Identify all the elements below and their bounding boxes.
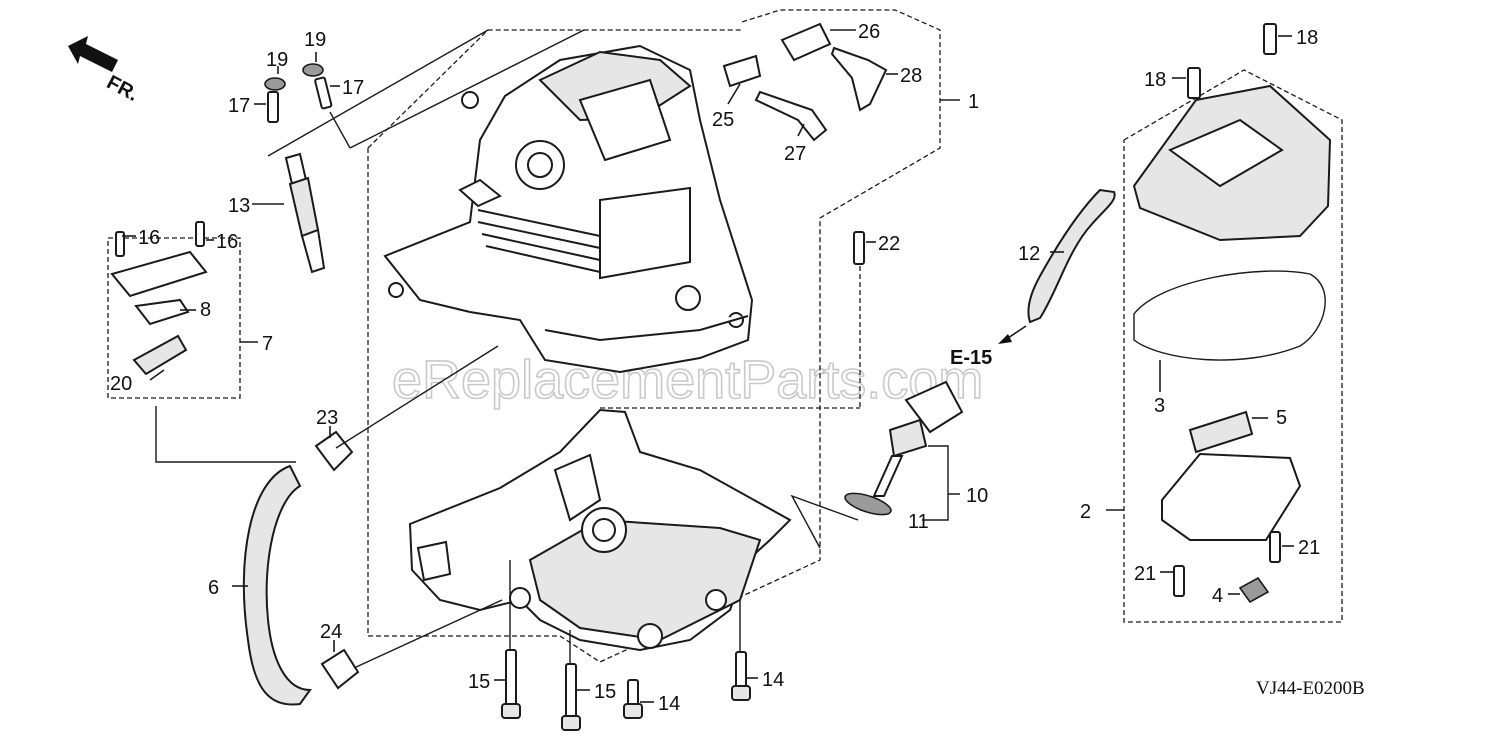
callout-16-a: 16 bbox=[138, 227, 160, 249]
callout-4: 4 bbox=[1212, 585, 1223, 607]
callout-19-a: 19 bbox=[266, 49, 288, 71]
callout-24: 24 bbox=[320, 621, 342, 643]
callout-14-a: 14 bbox=[658, 693, 680, 715]
crankcase bbox=[408, 408, 792, 652]
callout-15-b: 15 bbox=[594, 681, 616, 703]
valve-cover-group bbox=[1106, 23, 1343, 623]
diagram-code: VJ44-E0200B bbox=[1256, 678, 1365, 699]
callout-7: 7 bbox=[262, 333, 273, 355]
reference-e15: E-15 bbox=[950, 347, 992, 369]
front-arrow-icon: FR. bbox=[68, 36, 142, 106]
crankcase-bolts bbox=[501, 560, 751, 731]
callout-26: 26 bbox=[858, 21, 880, 43]
stud-22 bbox=[853, 231, 865, 265]
callout-3: 3 bbox=[1154, 395, 1165, 417]
callout-11: 11 bbox=[908, 511, 929, 533]
front-mark: FR. bbox=[103, 71, 142, 106]
callout-17-a: 17 bbox=[228, 95, 250, 117]
callout-20: 20 bbox=[110, 373, 132, 395]
callout-28: 28 bbox=[900, 65, 922, 87]
breather-hose bbox=[242, 345, 503, 706]
breather-tube bbox=[998, 188, 1116, 344]
callout-17-b: 17 bbox=[342, 77, 364, 99]
callout-1: 1 bbox=[968, 91, 979, 113]
stud-bolts bbox=[264, 29, 585, 157]
callout-2: 2 bbox=[1080, 501, 1091, 523]
callout-16-b: 16 bbox=[216, 231, 238, 253]
callout-21-a: 21 bbox=[1134, 563, 1156, 585]
callout-23: 23 bbox=[316, 407, 338, 429]
spark-plug bbox=[284, 152, 326, 274]
callout-27: 27 bbox=[784, 143, 806, 165]
callout-5: 5 bbox=[1276, 407, 1287, 429]
callout-8: 8 bbox=[200, 299, 211, 321]
callout-13: 13 bbox=[228, 195, 250, 217]
callout-12: 12 bbox=[1018, 243, 1040, 265]
rocker-arms bbox=[722, 22, 888, 142]
callout-18-a: 18 bbox=[1144, 69, 1166, 91]
callout-18-b: 18 bbox=[1296, 27, 1318, 49]
oil-dipstick bbox=[790, 380, 964, 549]
leader-lines bbox=[122, 29, 1294, 703]
breather-plate-assembly bbox=[107, 221, 296, 463]
callout-21-b: 21 bbox=[1298, 537, 1320, 559]
callout-14-b: 14 bbox=[762, 669, 784, 691]
callout-25: 25 bbox=[712, 109, 734, 131]
callout-19-b: 19 bbox=[304, 29, 326, 51]
callout-labels: 1 2 3 4 5 6 7 8 10 11 12 13 14 14 15 15 … bbox=[110, 21, 1320, 715]
cylinder-block bbox=[383, 44, 754, 374]
callout-6: 6 bbox=[208, 577, 219, 599]
callout-15-a: 15 bbox=[468, 671, 490, 693]
callout-10: 10 bbox=[966, 485, 988, 507]
callout-22: 22 bbox=[878, 233, 900, 255]
